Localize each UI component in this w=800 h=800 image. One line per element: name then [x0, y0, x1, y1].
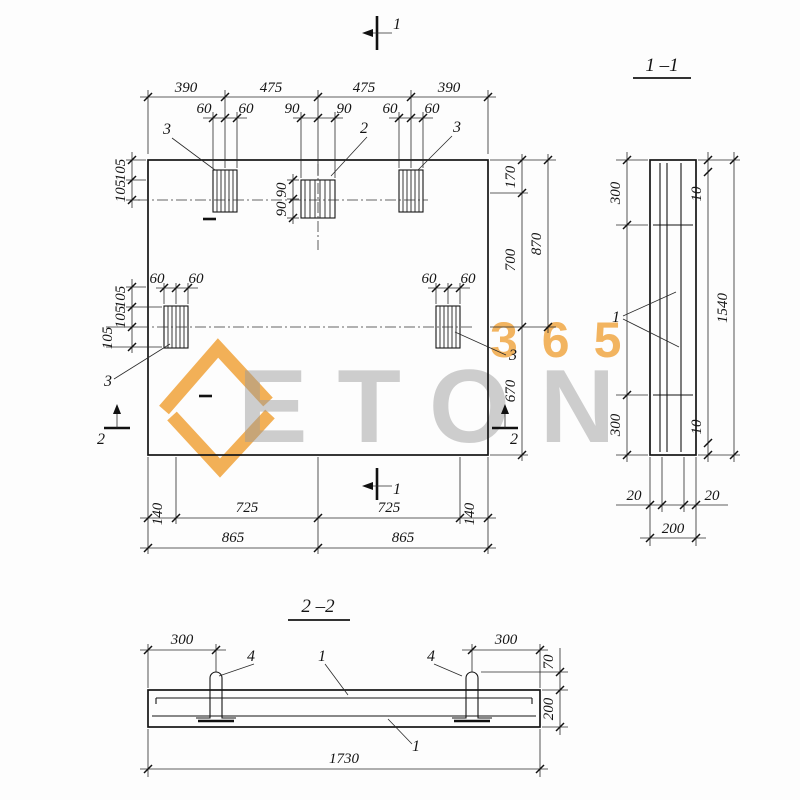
dimension-ticks	[127, 92, 553, 553]
section-1-1-view: 1 –1	[608, 55, 740, 546]
section-marker-2-right: 2	[492, 404, 518, 448]
arrowhead-left	[362, 29, 373, 37]
callout-4-right: 4	[427, 648, 435, 665]
lifting-loop-left	[196, 671, 236, 719]
section-marker-1-bottom: 1	[362, 468, 401, 500]
section-outline	[649, 159, 697, 456]
callout-3-top-left: 3	[162, 121, 171, 138]
plan-view: 1 1 2 2 390 475 475 390 60 60 90 90 60	[97, 16, 556, 554]
dimension-ticks	[622, 155, 739, 543]
dim-390-2: 390	[437, 80, 461, 96]
dim-670: 670	[503, 379, 519, 402]
section-marker-label: 2	[510, 431, 518, 448]
dim-1730: 1730	[329, 751, 360, 767]
dim-90-a: 90	[285, 101, 301, 117]
dim-90-v1: 90	[274, 182, 290, 198]
dim-105-ml2: 105	[113, 305, 129, 328]
dim-20-right: 20	[705, 488, 721, 504]
watermark-badge-text: 365	[490, 312, 645, 368]
dimension-lines	[140, 648, 561, 770]
callout-1-top: 1	[318, 648, 326, 665]
dimension-ticks	[143, 645, 565, 774]
dim-725-l: 725	[236, 500, 259, 516]
watermark-brand-text: ETON	[238, 349, 645, 465]
callout-2-top-center: 2	[360, 120, 368, 137]
dim-10-top: 10	[689, 186, 705, 202]
dim-300-top: 300	[608, 181, 624, 205]
dim-90-b: 90	[337, 101, 353, 117]
callout-3-mid-right: 3	[508, 347, 517, 364]
dim-390-1: 390	[174, 80, 198, 96]
dimension-lines	[131, 96, 549, 549]
dim-865-r: 865	[392, 530, 415, 546]
watermark: ETON 365	[159, 312, 645, 478]
callout-leaders	[622, 291, 680, 348]
dim-300-left: 300	[170, 632, 194, 648]
dim-170: 170	[503, 165, 519, 188]
dim-60-a: 60	[197, 101, 213, 117]
rebar-lines	[653, 163, 693, 452]
section-marker-label: 1	[393, 481, 401, 498]
rebar-lines	[152, 697, 536, 723]
dim-475-2: 475	[353, 80, 376, 96]
section-marker-label: 2	[97, 431, 105, 448]
dim-60-mr-b: 60	[461, 271, 477, 287]
dim-200: 200	[541, 697, 557, 720]
callout-leaders	[218, 663, 463, 745]
section-marker-1-top: 1	[362, 16, 401, 50]
section-marker-2-left: 2	[97, 404, 130, 448]
section-2-2-view: 2 –2	[140, 596, 568, 777]
dim-140-l: 140	[150, 502, 166, 525]
anchor-top-left	[212, 169, 238, 213]
section-1-1-title: 1 –1	[645, 55, 678, 76]
dim-1540: 1540	[715, 293, 731, 324]
dim-140-r: 140	[462, 502, 478, 525]
callout-1-bottom: 1	[412, 738, 420, 755]
dim-70: 70	[541, 654, 557, 670]
callout-4-left: 4	[247, 648, 255, 665]
dim-475-1: 475	[260, 80, 283, 96]
dim-105-tl2: 105	[113, 179, 129, 202]
dim-870: 870	[529, 232, 545, 255]
watermark-logo-chevron-top	[159, 338, 273, 415]
dim-60-b: 60	[239, 101, 255, 117]
anchor-top-right	[398, 169, 424, 213]
dim-60-ml-b: 60	[189, 271, 205, 287]
callout-3-top-right: 3	[452, 119, 461, 136]
dim-200: 200	[662, 521, 685, 537]
dim-105-ml1: 105	[113, 285, 129, 308]
dim-865-l: 865	[222, 530, 245, 546]
dim-90-v2: 90	[274, 201, 290, 217]
section-2-2-title: 2 –2	[301, 596, 335, 617]
dim-10-bottom: 10	[689, 419, 705, 435]
callout-leaders	[113, 135, 507, 380]
callout-1-rebar: 1	[612, 309, 620, 326]
callout-3-mid-left: 3	[103, 373, 112, 390]
dim-20-left: 20	[627, 488, 643, 504]
arrowhead-up	[113, 404, 121, 414]
dim-725-r: 725	[378, 500, 401, 516]
dim-300-bottom: 300	[608, 413, 624, 437]
arrowhead-left	[362, 482, 373, 490]
arrowhead-up	[501, 404, 509, 414]
dim-60-d: 60	[425, 101, 441, 117]
dim-105-ml3: 105	[100, 326, 116, 349]
dim-60-ml-a: 60	[150, 271, 166, 287]
dim-60-mr-a: 60	[422, 271, 438, 287]
dim-300-right: 300	[494, 632, 518, 648]
lifting-loop-right	[452, 671, 492, 719]
centerlines	[138, 164, 472, 328]
dim-105-tl1: 105	[113, 158, 129, 181]
section-marker-label: 1	[393, 16, 401, 33]
watermark-logo-chevron-bottom	[167, 409, 275, 478]
dim-60-c: 60	[383, 101, 399, 117]
dim-700: 700	[503, 248, 519, 271]
